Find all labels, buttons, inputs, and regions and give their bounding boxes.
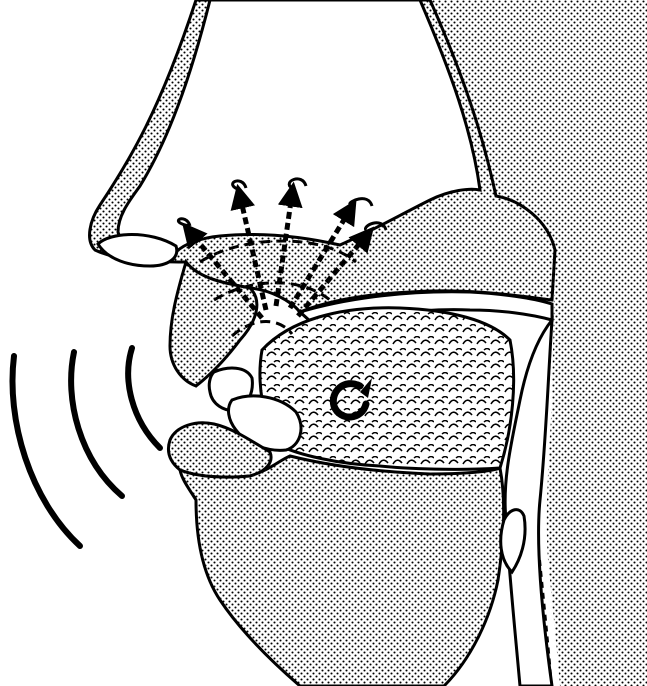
tongue	[260, 308, 514, 470]
sound-wave-arcs	[12, 348, 160, 546]
sound-wave-arc	[128, 348, 160, 448]
nose	[98, 235, 177, 267]
sound-wave-arc	[71, 352, 122, 496]
chin-and-jaw	[180, 456, 504, 686]
